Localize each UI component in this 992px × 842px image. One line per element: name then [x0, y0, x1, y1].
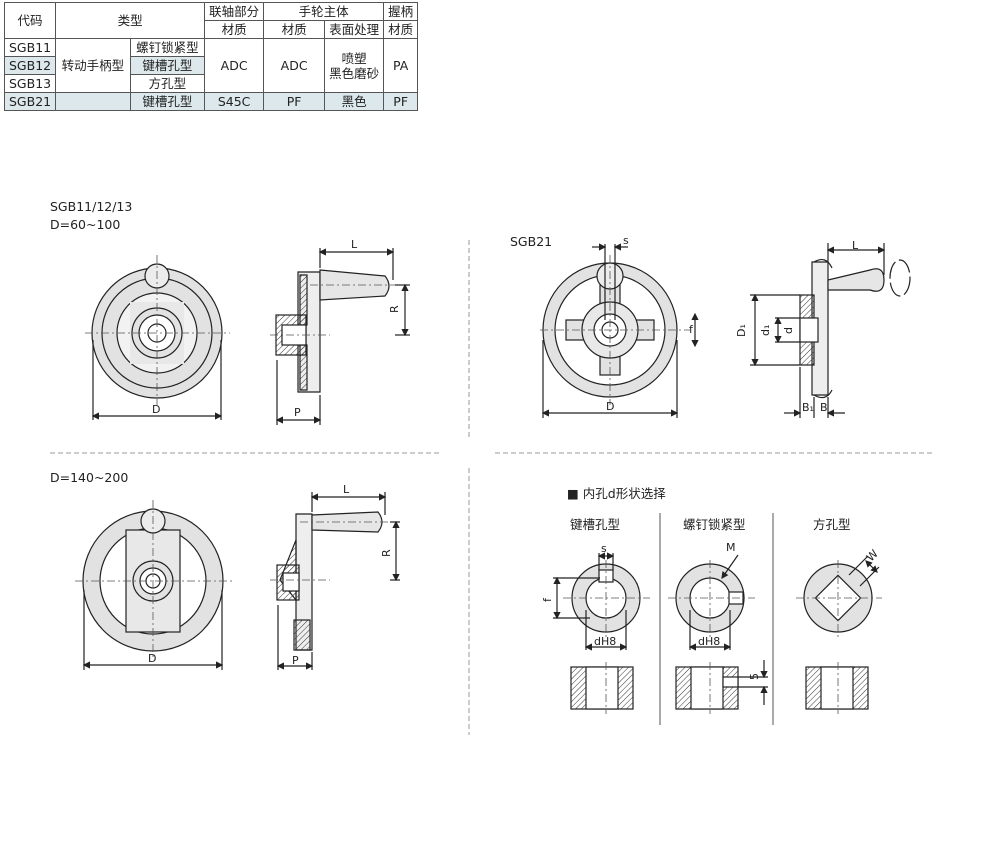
row-code: SGB11 — [3, 38, 57, 57]
dim-L: L — [343, 483, 350, 496]
bore-screw-view — [668, 554, 768, 714]
bore-square-label: 方孔型 — [813, 517, 851, 532]
surface-line-2: 黑色磨砂 — [329, 65, 380, 81]
row-code: SGB21 — [3, 92, 57, 111]
sgb11-side-view — [270, 248, 410, 425]
row-grip-material: PF — [383, 92, 419, 111]
row-type: 转动手柄型 — [55, 92, 131, 111]
dim-P: P — [294, 406, 301, 419]
large-side-view — [270, 492, 400, 670]
sgb21-title: SGB21 — [510, 234, 553, 249]
dim-B1: B₁ — [802, 401, 814, 414]
large-range: D=140~200 — [50, 470, 129, 485]
bore-options-title: ■ 内孔d形状选择 — [567, 486, 666, 501]
header-code: 代码 — [3, 2, 57, 39]
large-front-view — [75, 500, 232, 670]
spec-table: 代码 类型 联轴部分 手轮主体 握柄 材质 材质 表面处理 材质 SGB11 转… — [3, 2, 419, 111]
dim-L: L — [351, 238, 358, 251]
row-subtype: 键槽孔型 — [129, 56, 206, 75]
dim-s: s — [601, 542, 607, 555]
bore-square-view — [796, 555, 882, 714]
header-type: 类型 — [55, 2, 206, 39]
row-subtype: 方孔型 — [129, 74, 206, 93]
sgb21-front-view — [540, 243, 699, 418]
section-dividers — [50, 240, 935, 735]
bore-screw-label: 螺钉锁紧型 — [683, 517, 746, 532]
group-grip-material: PA — [383, 38, 419, 93]
dim-P: P — [292, 654, 299, 667]
sgb11-title: SGB11/12/13 — [50, 199, 133, 214]
row-wheel-material: PF — [263, 92, 326, 111]
dim-s: s — [623, 234, 629, 247]
header-grip: 握柄 — [383, 2, 419, 21]
bore-keyway-label: 键槽孔型 — [570, 517, 621, 532]
dim-dH8: dH8 — [698, 635, 720, 648]
dim-D1: D₁ — [735, 324, 748, 337]
bore-keyway-view — [553, 552, 650, 714]
dim-d: d — [782, 327, 795, 334]
dim-R: R — [388, 305, 401, 313]
header-material-wheel: 材质 — [263, 20, 326, 39]
row-subtype: 键槽孔型 — [129, 92, 206, 111]
dim-L: L — [852, 239, 859, 252]
dim-5: 5 — [748, 673, 761, 680]
sgb11-front-view — [85, 255, 230, 420]
dim-R: R — [380, 549, 393, 557]
dim-d1: d₁ — [759, 325, 772, 336]
bore-dividers — [659, 513, 774, 725]
group-coupling-material: ADC — [204, 38, 265, 93]
row-surface: 黑色 — [324, 92, 385, 111]
sgb11-range: D=60~100 — [50, 217, 121, 232]
dim-D: D — [152, 403, 160, 416]
dim-B: B — [820, 401, 828, 414]
dim-M: M — [726, 541, 736, 554]
row-coupling-material: S45C — [204, 92, 265, 111]
dim-D: D — [606, 400, 614, 413]
header-surface: 表面处理 — [324, 20, 385, 39]
dim-f: f — [541, 597, 554, 602]
group-wheel-material: ADC — [263, 38, 326, 93]
dim-f: f — [689, 323, 694, 336]
dim-dH8: dH8 — [594, 635, 616, 648]
surface-line-1: 喷塑 — [341, 50, 367, 66]
group-type: 转动手柄型 — [55, 38, 131, 93]
dim-D: D — [148, 652, 156, 665]
sgb21-side-view — [750, 243, 911, 418]
